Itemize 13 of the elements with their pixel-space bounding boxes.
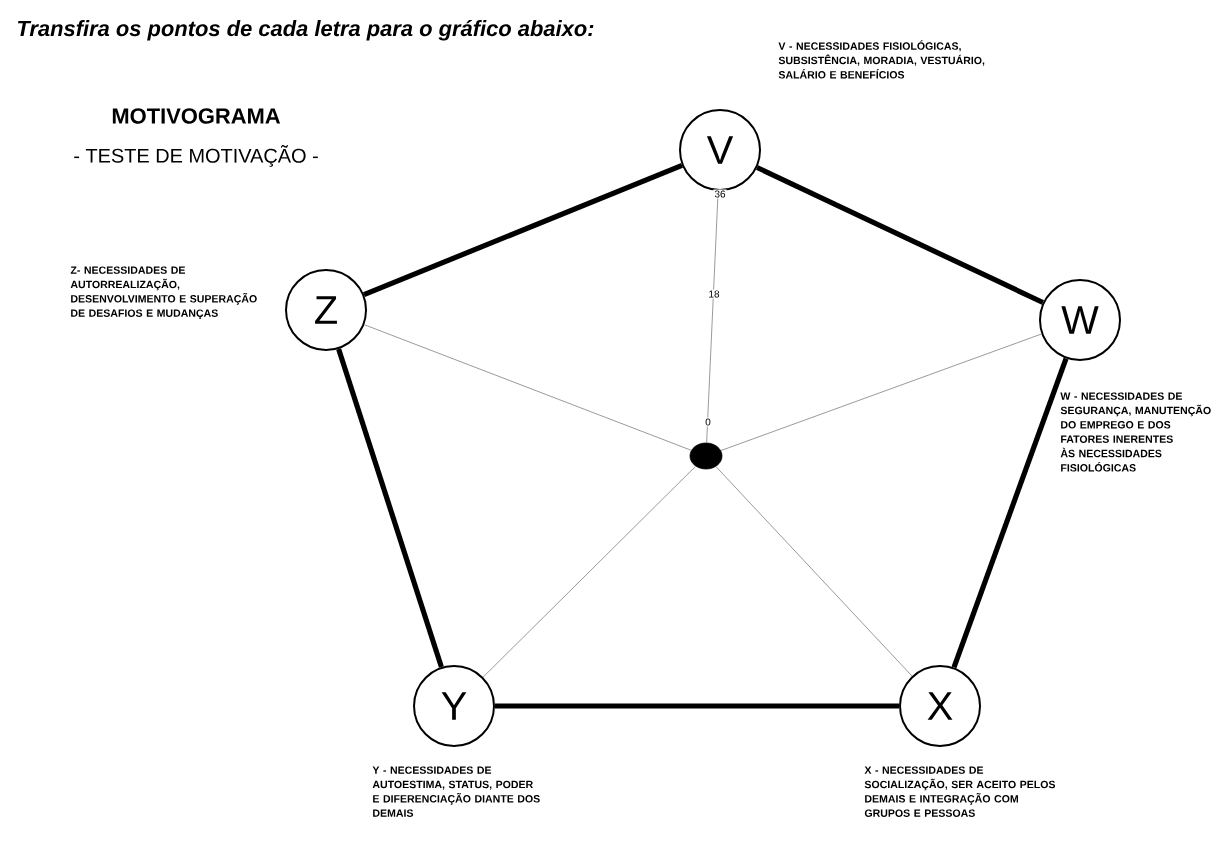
connector-line bbox=[336, 348, 444, 668]
subheading: - TESTE DE MOTIVAÇÃO - bbox=[74, 145, 318, 167]
center-dot bbox=[689, 442, 723, 470]
connector-line bbox=[363, 163, 683, 297]
title: Transfira os pontos de cada letra para o gráfico abaixo: bbox=[18, 19, 594, 41]
heading: MOTIVOGRAMA bbox=[112, 108, 281, 124]
connector-line bbox=[755, 165, 1045, 305]
connector-line bbox=[715, 466, 913, 677]
connector-line bbox=[482, 465, 696, 678]
connector-line bbox=[363, 324, 692, 451]
connector-line bbox=[951, 357, 1069, 669]
connector-line bbox=[720, 333, 1042, 451]
connector-line bbox=[495, 703, 899, 709]
